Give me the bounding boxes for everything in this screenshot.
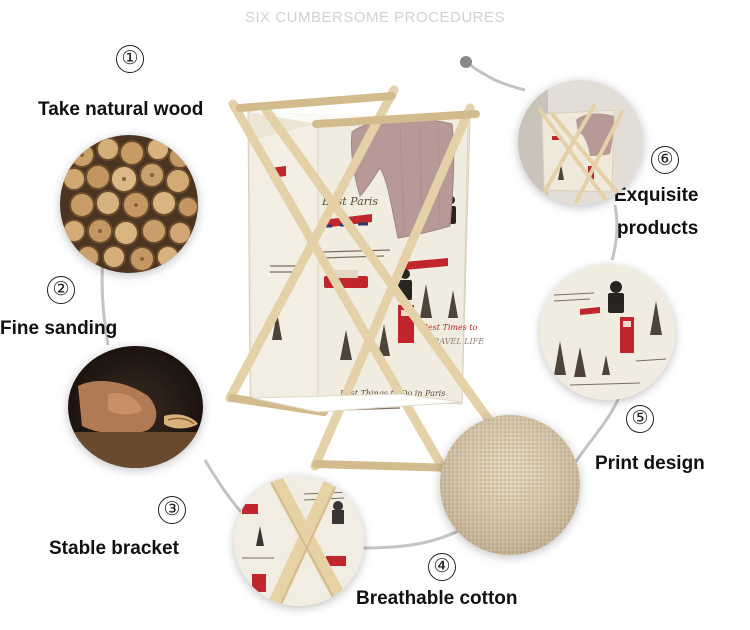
step-4-number: ④ bbox=[428, 553, 456, 581]
step-5-number: ⑤ bbox=[626, 405, 654, 433]
step-1-number: ① bbox=[116, 45, 144, 73]
cotton-texture-photo bbox=[440, 415, 580, 555]
step-3-label: Stable bracket bbox=[49, 538, 179, 559]
wood-logs-photo bbox=[60, 135, 198, 273]
print-text-2: Best Times to bbox=[421, 323, 478, 332]
print-design-photo bbox=[540, 265, 675, 400]
step-1-label: Take natural wood bbox=[38, 99, 204, 120]
step-3-number: ③ bbox=[158, 496, 186, 524]
step-5-label: Print design bbox=[595, 453, 705, 474]
page-title: SIX CUMBERSOME PROCEDURES bbox=[244, 9, 506, 26]
path-start-dot bbox=[460, 56, 472, 68]
sanding-photo bbox=[68, 346, 203, 468]
step-6-number: ⑥ bbox=[651, 146, 679, 174]
print-text-4: Best Things to Do in Paris bbox=[339, 389, 445, 398]
step-2-label: Fine sanding bbox=[0, 318, 118, 339]
print-text-3: TRAVEL LIFE bbox=[428, 337, 484, 346]
step-6-label-line2: products bbox=[617, 218, 699, 239]
bracket-closeup-photo bbox=[234, 476, 364, 606]
step-4-label: Breathable cotton bbox=[356, 588, 518, 609]
finished-product-photo bbox=[518, 80, 643, 205]
step-6-label-line1: Exquisite bbox=[614, 185, 699, 206]
step-2-number: ② bbox=[47, 276, 75, 304]
